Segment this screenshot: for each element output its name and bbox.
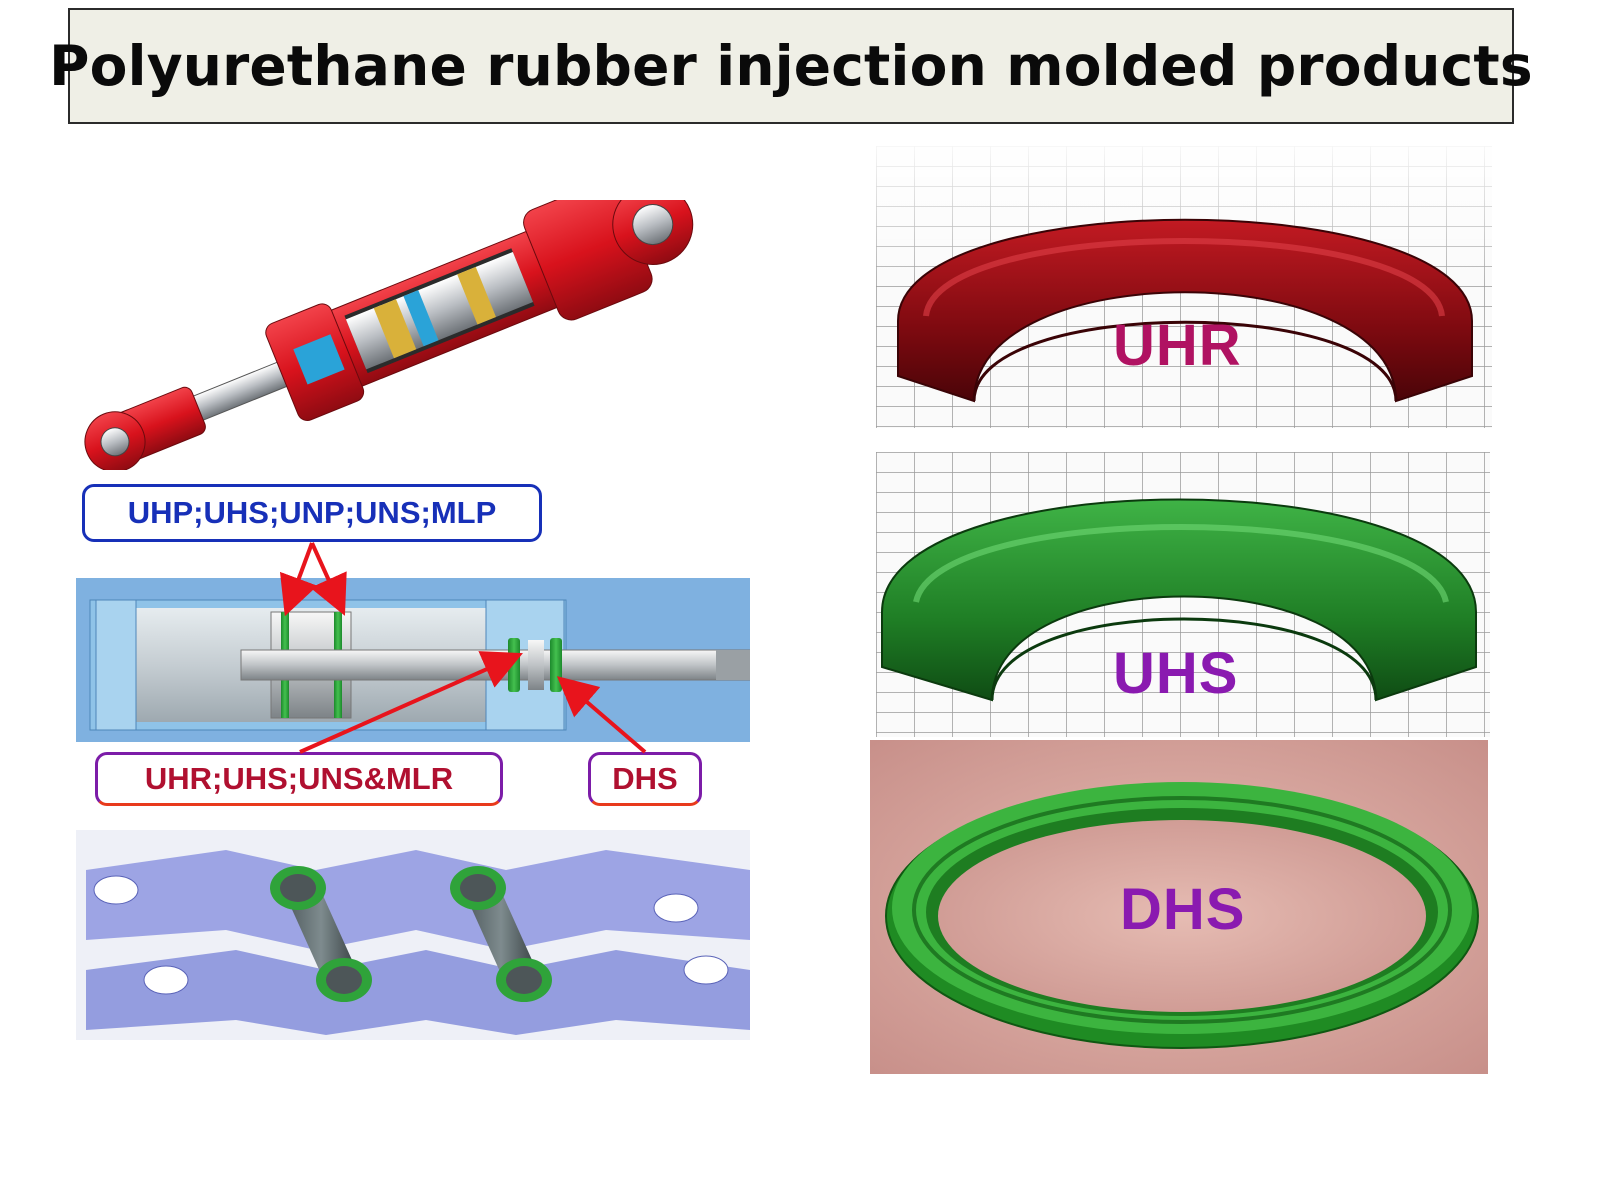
title-box: Polyurethane rubber injection molded pro… (49, 8, 1533, 124)
hydraulic-cylinder-image (55, 200, 725, 470)
uhr-label: UHR (1113, 313, 1242, 378)
uhr-seal-image (876, 146, 1492, 428)
uhs-label: UHS (1113, 641, 1239, 706)
chain-link-illustration (76, 830, 750, 1040)
callout-rod-seals-text: UHR;UHS;UNS&MLR (144, 761, 454, 796)
dhs-label: DHS (1120, 877, 1246, 942)
dhs-seal-image (870, 740, 1488, 1074)
callout-piston-seals: UHP;UHS;UNP;UNS;MLP (82, 484, 542, 542)
uhs-seal-image (876, 452, 1490, 737)
slide-title: Polyurethane rubber injection molded pro… (49, 34, 1533, 98)
uhs-seal-illustration (876, 452, 1490, 737)
cylinder-cross-section-illustration (76, 578, 750, 742)
callout-rod-seals: UHR;UHS;UNS&MLR (95, 752, 503, 806)
callout-piston-seals-text: UHP;UHS;UNP;UNS;MLP (127, 495, 497, 530)
callout-wiper-text: DHS (612, 761, 678, 796)
hydraulic-cylinder-illustration (84, 200, 694, 470)
chain-link-image (76, 830, 750, 1040)
callout-wiper: DHS (588, 752, 702, 806)
dhs-seal-illustration (870, 740, 1488, 1074)
uhr-seal-illustration (876, 146, 1492, 428)
cylinder-cross-section-image (76, 578, 750, 742)
